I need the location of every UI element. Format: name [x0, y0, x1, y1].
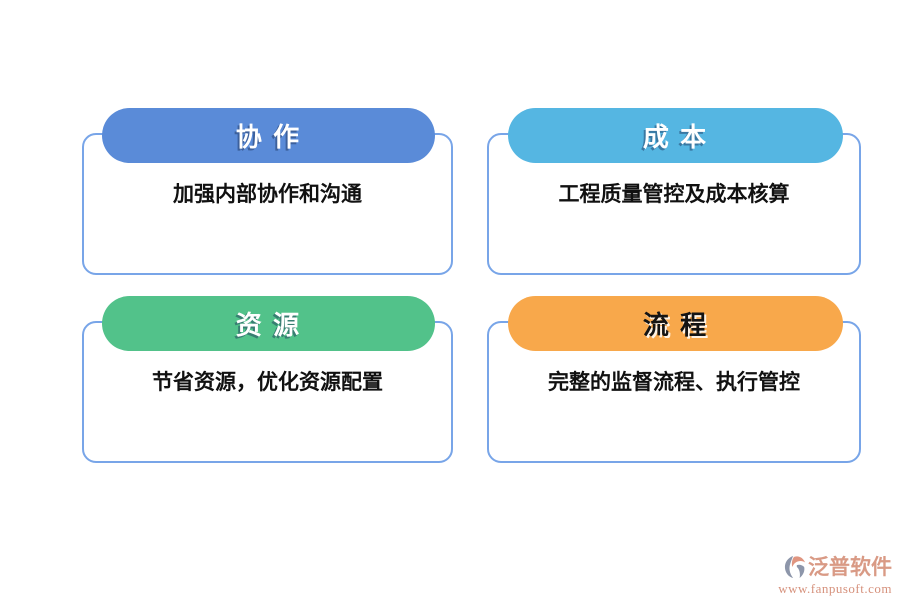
card-process-header-pill: 流 程	[508, 296, 843, 351]
watermark-url-text: www.fanpusoft.com	[778, 581, 892, 596]
card-collaboration: 协 作 加强内部协作和沟通	[82, 108, 453, 275]
card-collaboration-description: 加强内部协作和沟通	[173, 183, 362, 206]
card-resource: 资 源 节省资源，优化资源配置	[82, 296, 453, 463]
card-process-description: 完整的监督流程、执行管控	[548, 371, 800, 394]
card-collaboration-header-pill: 协 作	[102, 108, 435, 163]
watermark-brand-text: 泛普软件	[808, 555, 892, 579]
card-cost: 成 本 工程质量管控及成本核算	[487, 108, 861, 275]
watermark: 泛普软件 www.fanpusoft.com	[760, 555, 892, 597]
card-collaboration-title: 协 作	[235, 122, 302, 152]
card-resource-title: 资 源	[235, 310, 302, 340]
card-cost-header-pill: 成 本	[508, 108, 843, 163]
fanpu-logo-icon	[784, 556, 806, 578]
card-resource-description: 节省资源，优化资源配置	[152, 371, 383, 394]
card-process: 流 程 完整的监督流程、执行管控	[487, 296, 861, 463]
card-cost-title: 成 本	[642, 122, 709, 152]
card-process-title: 流 程	[642, 310, 709, 340]
card-resource-header-pill: 资 源	[102, 296, 435, 351]
card-cost-description: 工程质量管控及成本核算	[558, 183, 790, 206]
